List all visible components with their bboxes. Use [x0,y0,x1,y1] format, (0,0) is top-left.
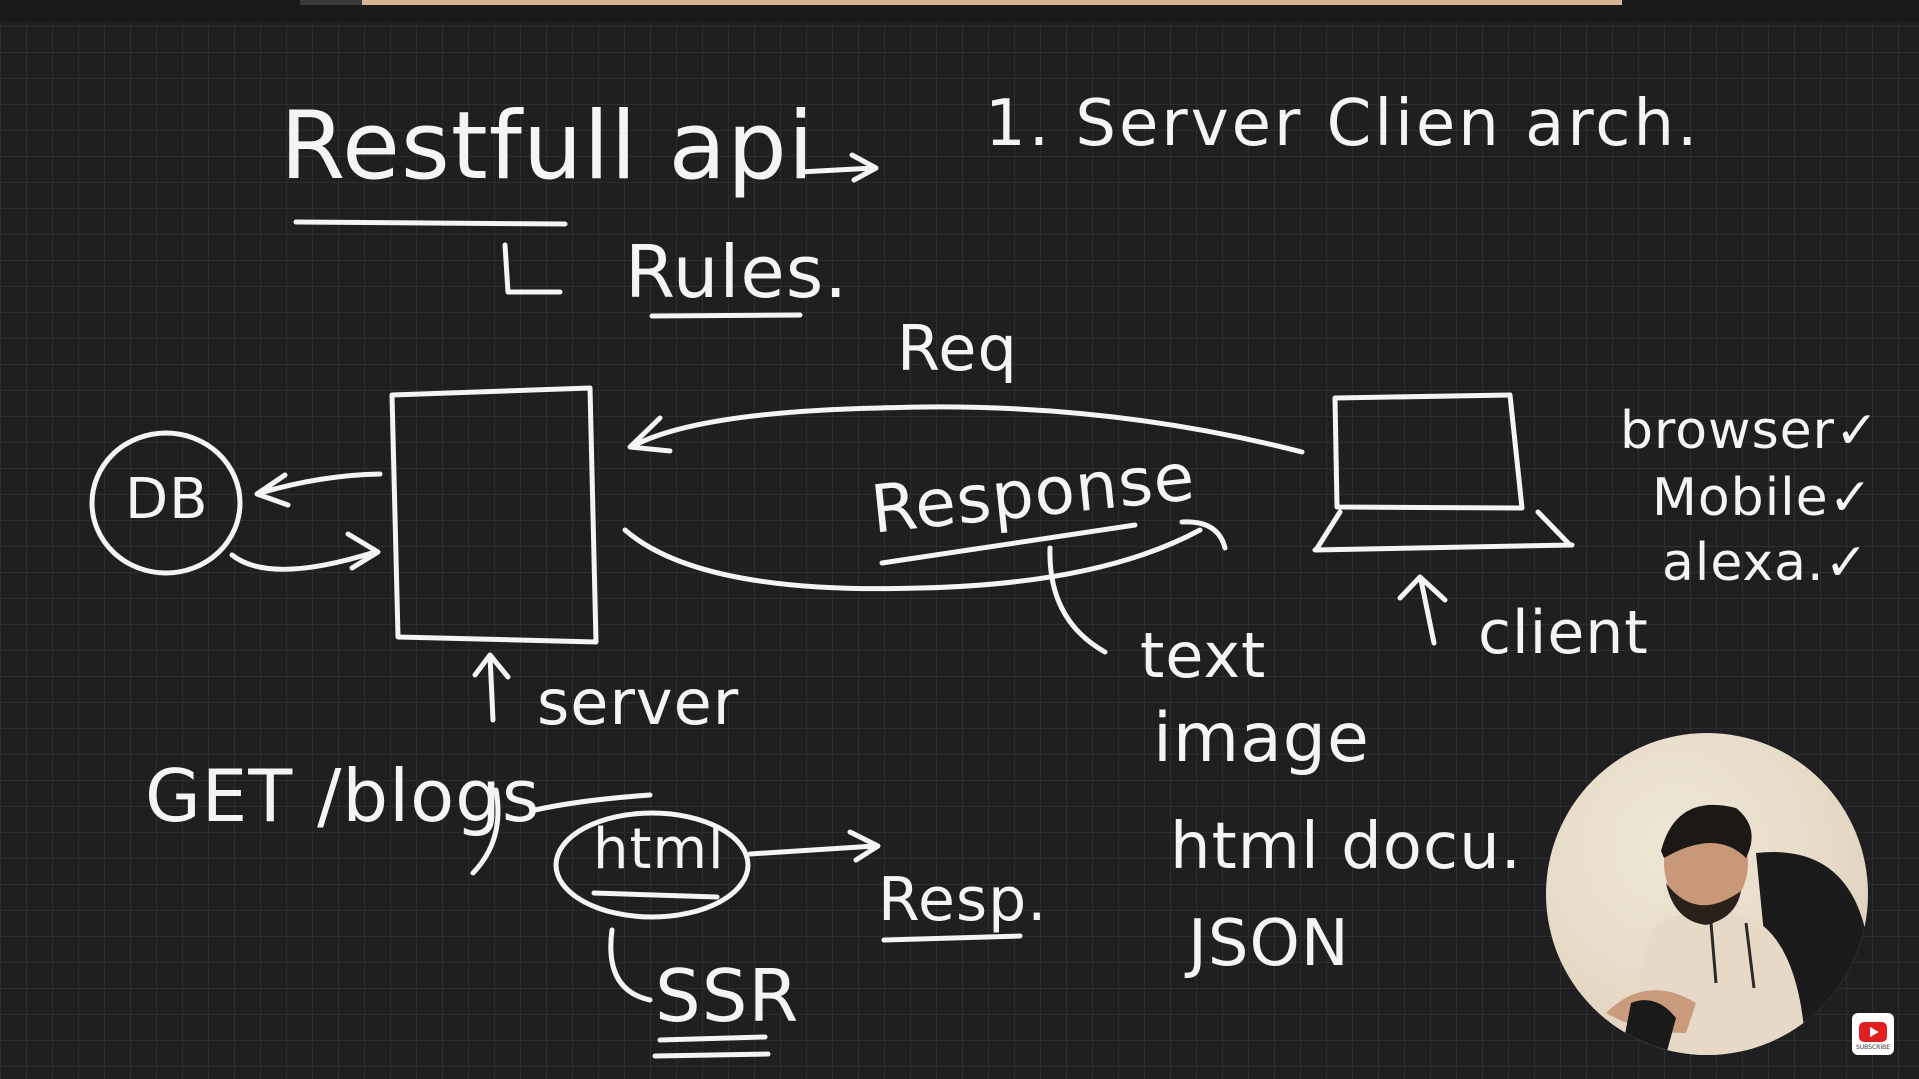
youtube-play-icon [1859,1022,1887,1042]
resp-underline [881,933,1023,943]
request-arrow-icon [627,404,1305,455]
html-underline [591,890,720,900]
video-progress-strip [362,0,1622,5]
point-1-text: 1. Server Clien arch. [985,87,1701,161]
db-label: DB [125,467,209,532]
presenter-figure [1606,804,1868,1055]
rules-bracket [502,242,563,295]
html-arrow-icon [747,829,881,863]
presenter-webcam [1546,733,1868,1055]
laptop-base-icon [1312,509,1575,553]
laptop-screen-icon [1332,392,1525,511]
html-label: html [593,817,725,882]
req-label: Req [897,312,1018,385]
ssr-bracket [608,927,653,1003]
db-circle [89,430,243,576]
get-label: GET /blogs [145,754,541,838]
response-arrow-icon [622,519,1228,592]
db-arrow-in-icon [254,471,383,508]
client-type-mobile: Mobile✓ [1652,468,1874,528]
rules-underline [649,312,803,319]
youtube-subscribe-icon[interactable]: SUBSCRIBE [1852,1013,1894,1055]
client-arrow-icon [1397,574,1448,646]
ssr-label: SSR [655,954,800,1038]
subscribe-text: SUBSCRIBE [1855,1044,1891,1051]
response-types-connector [1047,545,1108,655]
rules-text: Rules. [625,230,849,314]
top-bar [0,0,1919,22]
response-underline [879,522,1138,566]
title-underline [293,219,568,227]
title-arrow-icon [797,152,879,183]
resp-label: Resp. [878,865,1048,935]
html-circle [553,810,751,920]
ssr-double-underline [652,1034,771,1059]
server-label: server [537,666,740,739]
server-arrow-icon [472,652,511,723]
get-to-html-connector [532,792,653,813]
server-box [389,385,599,645]
client-label: client [1478,598,1649,668]
title-text: Restfull api [280,92,815,201]
response-type-text: text [1140,619,1267,692]
top-left-block [300,0,362,5]
get-hook [470,787,501,876]
response-type-html: html docu. [1170,810,1522,884]
response-type-image: image [1153,699,1370,778]
client-type-alexa: alexa.✓ [1662,533,1870,593]
db-arrow-out-icon [229,531,381,572]
response-type-json: JSON [1188,907,1350,981]
client-type-browser: browser✓ [1620,401,1880,461]
